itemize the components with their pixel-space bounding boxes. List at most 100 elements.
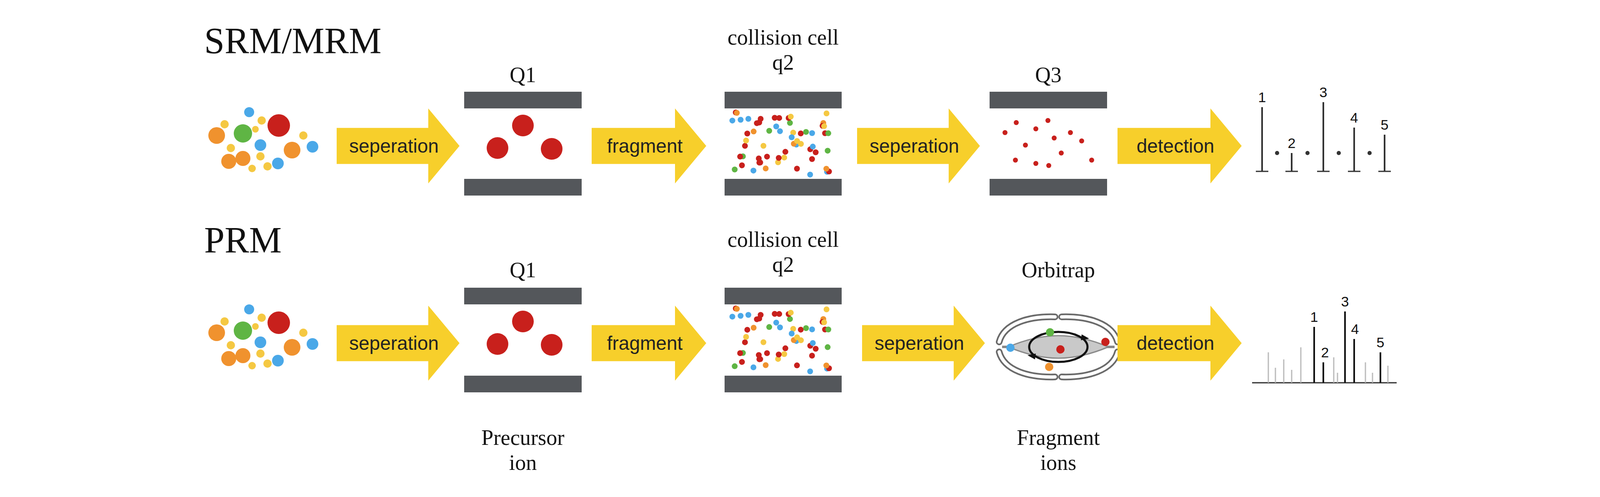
fragment-ion bbox=[782, 345, 789, 351]
prm-spectrum bbox=[1252, 382, 1397, 384]
fragment-ion bbox=[802, 128, 809, 135]
fragment-ion bbox=[797, 337, 804, 343]
selected-fragments bbox=[1045, 117, 1051, 123]
fragment-ions bbox=[729, 109, 833, 178]
fragment-ion bbox=[755, 155, 762, 162]
fragment-ion bbox=[797, 326, 804, 333]
process-arrow: detection bbox=[1117, 305, 1242, 381]
fragment-ion bbox=[750, 167, 757, 174]
analyzer-stage: OrbitrapFragment ions bbox=[995, 257, 1121, 475]
orbitrap-analyzer bbox=[1029, 331, 1088, 362]
prm-spectrum bbox=[1322, 362, 1325, 383]
peak-number: 5 bbox=[1380, 117, 1389, 132]
quadrupole-plates bbox=[464, 178, 582, 196]
fragment-ion bbox=[757, 311, 764, 318]
selected-fragments bbox=[1067, 130, 1073, 135]
peak-number: 4 bbox=[1351, 321, 1360, 336]
fragment-ion bbox=[825, 326, 832, 333]
srm-spectrum bbox=[1378, 170, 1391, 173]
step-label: seperation bbox=[874, 333, 965, 353]
orbitrap-analyzer bbox=[1045, 327, 1055, 337]
fragment-ion bbox=[731, 362, 738, 369]
precursor-ions bbox=[486, 114, 563, 160]
quadrupole-plates bbox=[464, 287, 842, 393]
quadrupole-plates bbox=[989, 178, 1108, 196]
fragment-ion bbox=[788, 330, 795, 337]
selected-fragments bbox=[1012, 157, 1018, 163]
selected-fragments bbox=[1051, 135, 1057, 141]
fragment-ion bbox=[809, 326, 815, 333]
prm-spectrum bbox=[1314, 311, 1381, 383]
prm-spectrum bbox=[1267, 352, 1270, 383]
fragment-ion bbox=[764, 350, 770, 356]
selected-fragments bbox=[1013, 120, 1019, 125]
step-label: seperation bbox=[349, 136, 439, 156]
fragment-ion bbox=[737, 153, 743, 160]
prm-spectrum bbox=[1300, 347, 1302, 383]
fragment-ion bbox=[809, 156, 815, 163]
selected-fragments bbox=[1033, 160, 1039, 166]
srm-spectrum bbox=[1275, 150, 1280, 155]
orbitrap-analyzer bbox=[1006, 343, 1015, 352]
fragment-ion bbox=[743, 137, 750, 144]
fragment-ion bbox=[812, 149, 819, 155]
fragment-ion bbox=[731, 166, 738, 173]
fragment-ion bbox=[807, 368, 813, 375]
fragment-ion bbox=[794, 362, 800, 368]
fragment-ion bbox=[750, 364, 757, 370]
orbitrap-analyzer bbox=[999, 316, 1118, 377]
arrow-shape bbox=[1117, 305, 1242, 381]
process-arrow: seperation bbox=[336, 108, 460, 184]
stage-label: Orbitrap bbox=[995, 257, 1121, 283]
fragment-ion bbox=[775, 351, 782, 358]
quadrupole-plates bbox=[724, 287, 842, 305]
process-arrow: fragment bbox=[591, 108, 707, 184]
stage-label: Q1 bbox=[464, 257, 582, 283]
quadrupole-plates bbox=[724, 91, 842, 109]
fragment-ion bbox=[745, 311, 752, 318]
step-label: fragment bbox=[607, 136, 683, 156]
srm-spectrum bbox=[1261, 107, 1263, 172]
fragment-ion bbox=[743, 333, 750, 340]
prm-spectrum bbox=[1275, 367, 1277, 383]
peak-number: 3 bbox=[1319, 85, 1328, 100]
fragment-ion bbox=[737, 350, 743, 356]
fragment-ion bbox=[797, 140, 804, 147]
fragment-ion bbox=[742, 339, 748, 345]
arrow-shape bbox=[862, 305, 985, 381]
peak-number: 1 bbox=[1258, 90, 1267, 105]
fragment-ion bbox=[750, 128, 757, 135]
fragment-ion bbox=[824, 344, 831, 350]
fragment-ion bbox=[764, 153, 770, 160]
fragment-ion bbox=[742, 142, 748, 149]
fragment-ion bbox=[794, 165, 800, 172]
srm-spectrum bbox=[1285, 170, 1298, 173]
srm-spectrum bbox=[1290, 152, 1293, 172]
fragment-ion bbox=[810, 143, 816, 150]
fragment-ion bbox=[787, 120, 793, 126]
fragment-ion bbox=[766, 127, 773, 134]
prm-spectrum bbox=[1333, 357, 1335, 383]
prm-spectrum bbox=[1252, 311, 1397, 383]
orbitrap-analyzer bbox=[999, 316, 1118, 377]
fragment-ion bbox=[744, 326, 750, 333]
fragment-ion bbox=[809, 130, 815, 136]
fragment-ion bbox=[737, 116, 744, 123]
orbitrap-analyzer bbox=[1080, 334, 1090, 340]
fragment-ion bbox=[771, 310, 778, 317]
fragment-ion bbox=[729, 313, 736, 320]
analyzer-stage: Q1 bbox=[464, 62, 582, 196]
srm-spectrum bbox=[1353, 127, 1355, 172]
method-title: PRM bbox=[204, 220, 282, 261]
step-label: fragment bbox=[607, 333, 683, 353]
srm-spectrum bbox=[1255, 102, 1391, 172]
stage-label: collision cell q2 bbox=[724, 25, 842, 75]
srm-spectrum bbox=[1305, 150, 1310, 155]
arrow-shape bbox=[1117, 108, 1242, 184]
selected-fragments bbox=[1046, 162, 1052, 168]
prm-spectrum bbox=[1313, 326, 1315, 383]
selected-fragments bbox=[1022, 142, 1028, 148]
fragment-ion bbox=[824, 147, 831, 154]
fragment-ion bbox=[788, 134, 795, 140]
analyzer-stage: Q3 bbox=[989, 62, 1108, 196]
